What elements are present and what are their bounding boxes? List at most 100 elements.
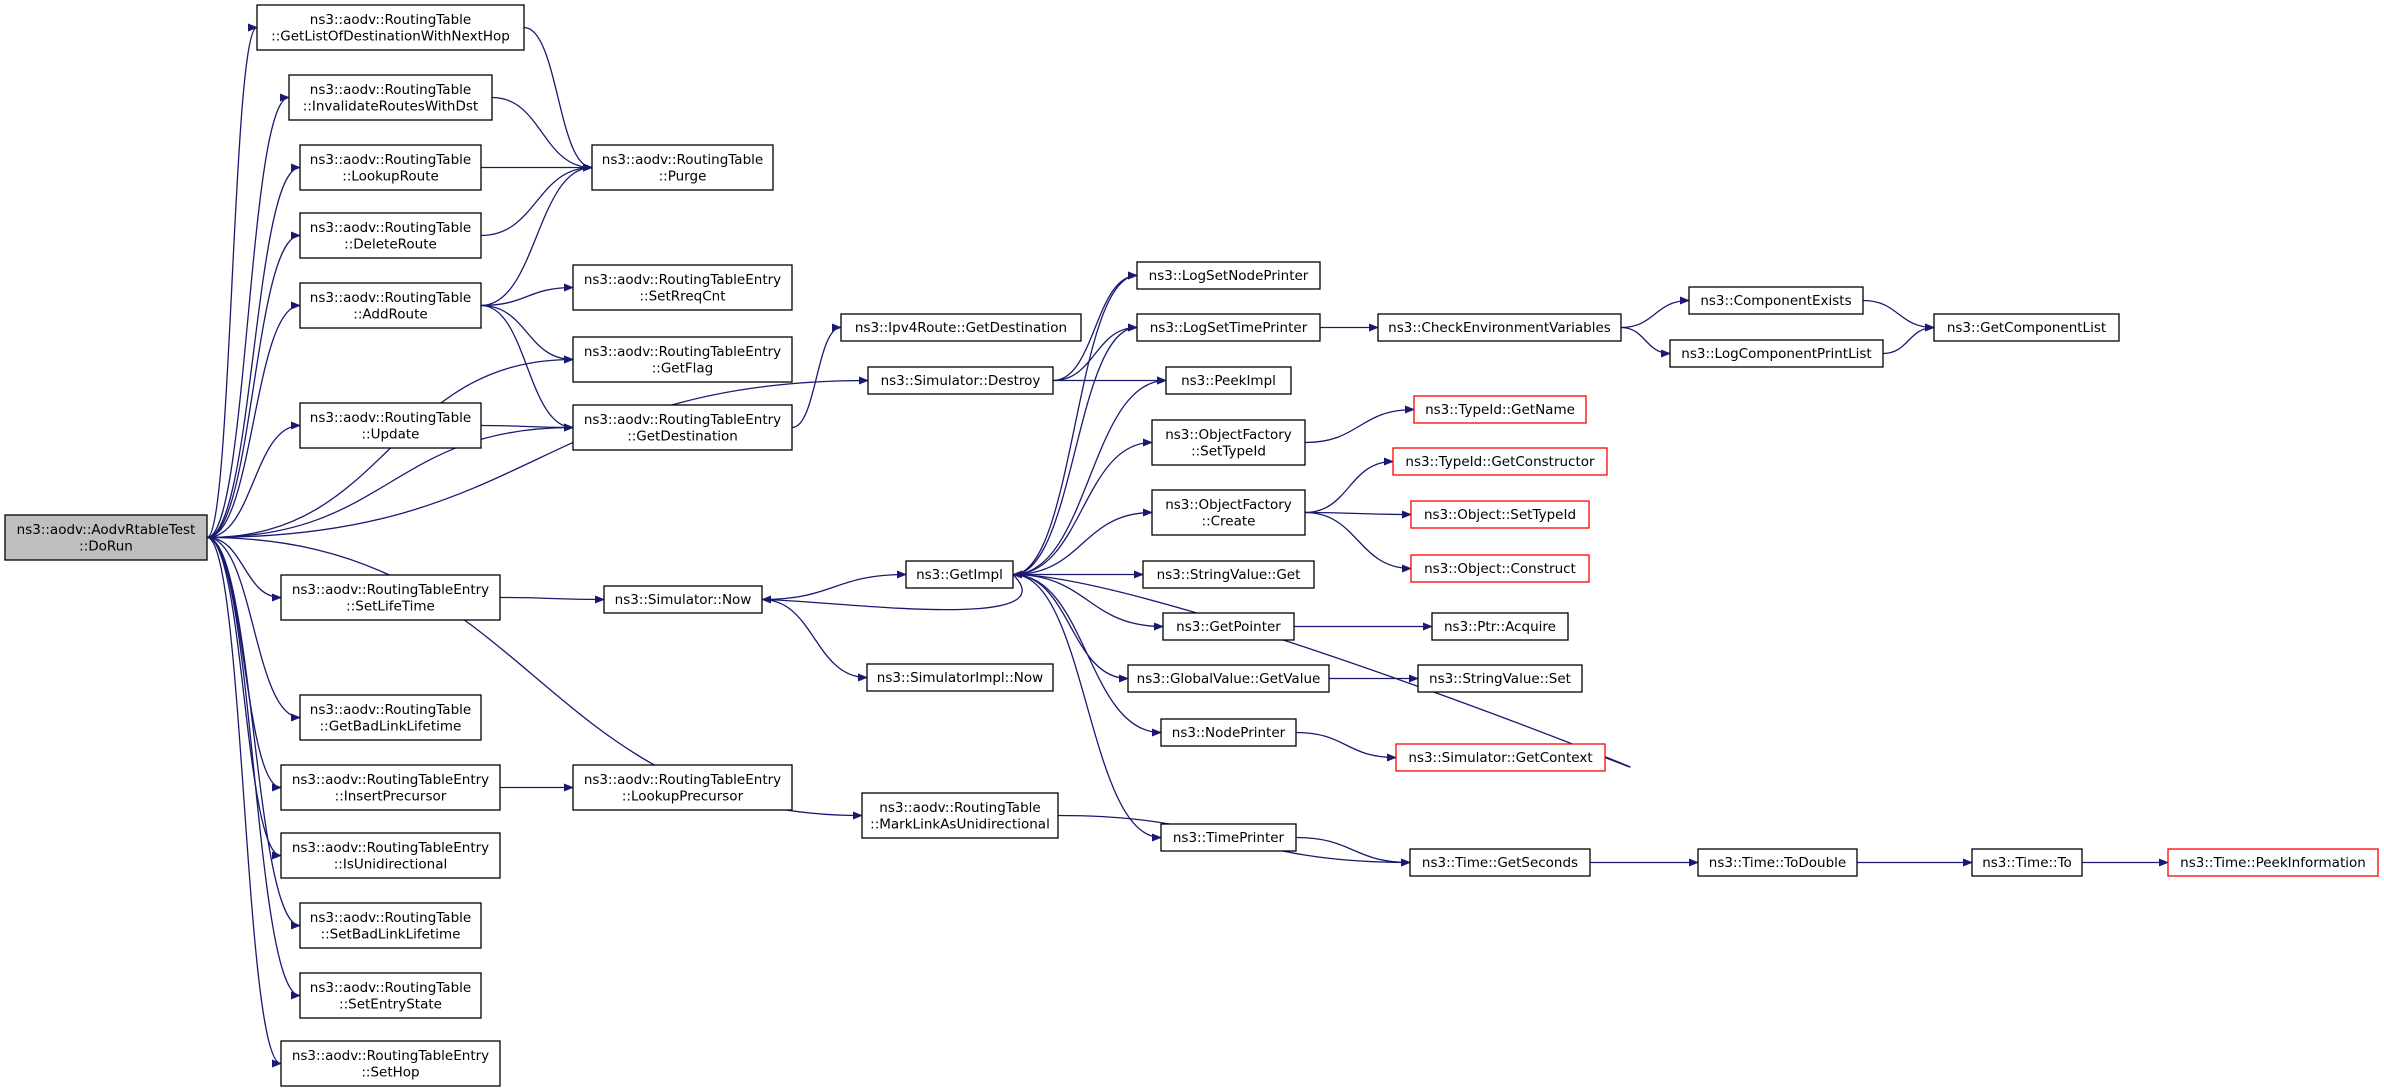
node-label: ns3::GlobalValue::GetValue [1137, 671, 1321, 687]
node-gv-get-value[interactable]: ns3::GlobalValue::GetValue [1127, 664, 1330, 693]
node-label: ns3::PeekImpl [1181, 373, 1276, 389]
node-type-get-ctor[interactable]: ns3::TypeId::GetConstructor [1392, 447, 1608, 476]
node-label: ::Create [1202, 513, 1256, 529]
node-label: ns3::aodv::RoutingTable [310, 290, 471, 306]
node-box [591, 144, 774, 191]
edge-add-route-to-get-flag [480, 304, 574, 364]
node-time-get-seconds[interactable]: ns3::Time::GetSeconds [1409, 848, 1591, 877]
node-label: ns3::Object::SetTypeId [1424, 507, 1576, 523]
node-box [1151, 419, 1306, 466]
node-time-peek-info[interactable]: ns3::Time::PeekInformation [2167, 848, 2379, 877]
node-time-to[interactable]: ns3::Time::To [1971, 848, 2083, 877]
node-label: ns3::aodv::RoutingTable [310, 910, 471, 926]
node-type-get-name[interactable]: ns3::TypeId::GetName [1413, 395, 1587, 424]
node-label: ns3::Time::To [1982, 855, 2072, 871]
node-delete-route[interactable]: ns3::aodv::RoutingTable::DeleteRoute [299, 212, 482, 259]
edge-comp-exists-to-get-comp-list [1862, 299, 1935, 332]
edge-set-life-time-to-sim-now [499, 595, 605, 604]
node-label: ::SetHop [361, 1064, 419, 1080]
node-sim-impl-now[interactable]: ns3::SimulatorImpl::Now [866, 663, 1054, 692]
edge-arrow [1862, 299, 1935, 332]
node-box [905, 560, 1014, 589]
node-set-rreq-cnt[interactable]: ns3::aodv::RoutingTableEntry::SetRreqCnt [572, 264, 793, 311]
nodes-layer: ns3::aodv::AodvRtableTest::DoRunns3::aod… [4, 4, 2379, 1087]
node-label: ::GetListOfDestinationWithNextHop [271, 28, 510, 44]
node-label: ::SetRreqCnt [639, 288, 725, 304]
node-log-node[interactable]: ns3::LogSetNodePrinter [1136, 261, 1321, 290]
node-box [299, 972, 482, 1019]
node-box [1410, 554, 1590, 583]
edge-invalidate-to-purge [491, 96, 593, 172]
node-set-life-time[interactable]: ns3::aodv::RoutingTableEntry::SetLifeTim… [280, 574, 501, 621]
edge-root-to-lookup-route [206, 163, 301, 539]
node-is-uni[interactable]: ns3::aodv::RoutingTableEntry::IsUnidirec… [280, 832, 501, 879]
edge-get-impl-to-log-time [1012, 323, 1138, 576]
edge-root-to-set-bad-link [206, 536, 301, 930]
node-label: ns3::aodv::RoutingTable [310, 702, 471, 718]
node-comp-exists[interactable]: ns3::ComponentExists [1688, 286, 1864, 315]
node-insert-precursor[interactable]: ns3::aodv::RoutingTableEntry::InsertPrec… [280, 764, 501, 811]
node-of-set-type-id[interactable]: ns3::ObjectFactory::SetTypeId [1151, 419, 1306, 466]
node-sim-destroy[interactable]: ns3::Simulator::Destroy [867, 366, 1054, 395]
node-lookup-route[interactable]: ns3::aodv::RoutingTable::LookupRoute [299, 144, 482, 191]
edge-arrow [1882, 323, 1935, 355]
node-ptr-acquire[interactable]: ns3::Ptr::Acquire [1431, 612, 1569, 641]
edge-arrow [1012, 438, 1153, 576]
node-sv-set[interactable]: ns3::StringValue::Set [1417, 664, 1583, 693]
node-label: ns3::GetImpl [916, 567, 1003, 583]
edge-check-env-to-comp-exists [1620, 296, 1690, 329]
node-set-entry-state[interactable]: ns3::aodv::RoutingTable::SetEntryState [299, 972, 482, 1019]
node-add-route[interactable]: ns3::aodv::RoutingTable::AddRoute [299, 282, 482, 329]
node-rte-get-dest[interactable]: ns3::aodv::RoutingTableEntry::GetDestina… [572, 404, 793, 451]
node-check-env[interactable]: ns3::CheckEnvironmentVariables [1377, 313, 1622, 342]
edge-get-impl-to-log-node [1012, 271, 1138, 576]
node-update[interactable]: ns3::aodv::RoutingTable::Update [299, 402, 482, 449]
node-ipv4-get-dest[interactable]: ns3::Ipv4Route::GetDestination [840, 313, 1082, 342]
node-get-bad-link[interactable]: ns3::aodv::RoutingTable::GetBadLinkLifet… [299, 694, 482, 741]
edge-arrow [480, 423, 574, 432]
node-purge[interactable]: ns3::aodv::RoutingTable::Purge [591, 144, 774, 191]
node-label: ::SetTypeId [1191, 443, 1266, 459]
node-label: ns3::aodv::RoutingTable [310, 152, 471, 168]
node-box [299, 402, 482, 449]
node-time-to-double[interactable]: ns3::Time::ToDouble [1697, 848, 1858, 877]
node-box [2167, 848, 2379, 877]
node-log-time[interactable]: ns3::LogSetTimePrinter [1136, 313, 1321, 342]
node-lookup-precursor[interactable]: ns3::aodv::RoutingTableEntry::LookupPrec… [572, 764, 793, 811]
node-label: ns3::aodv::RoutingTableEntry [292, 840, 489, 856]
node-invalidate[interactable]: ns3::aodv::RoutingTable::InvalidateRoute… [288, 74, 493, 121]
node-root[interactable]: ns3::aodv::AodvRtableTest::DoRun [4, 514, 208, 561]
node-sim-now[interactable]: ns3::Simulator::Now [603, 585, 763, 614]
node-set-hop[interactable]: ns3::aodv::RoutingTableEntry::SetHop [280, 1040, 501, 1087]
node-label: ns3::Simulator::Destroy [881, 373, 1041, 389]
node-get-list[interactable]: ns3::aodv::RoutingTable::GetListOfDestin… [256, 4, 525, 51]
node-get-comp-list[interactable]: ns3::GetComponentList [1933, 313, 2120, 342]
node-obj-set-type-id[interactable]: ns3::Object::SetTypeId [1410, 500, 1590, 529]
edge-arrow [791, 323, 842, 429]
node-label: ns3::Time::ToDouble [1709, 855, 1846, 871]
node-obj-construct[interactable]: ns3::Object::Construct [1410, 554, 1590, 583]
node-box [1413, 395, 1587, 424]
node-get-impl[interactable]: ns3::GetImpl [905, 560, 1014, 589]
node-get-flag[interactable]: ns3::aodv::RoutingTableEntry::GetFlag [572, 336, 793, 383]
node-get-pointer[interactable]: ns3::GetPointer [1162, 612, 1295, 641]
node-time-printer[interactable]: ns3::TimePrinter [1160, 823, 1297, 852]
edge-arrow [1304, 405, 1415, 444]
node-of-create[interactable]: ns3::ObjectFactory::Create [1151, 489, 1306, 536]
edge-arrow [523, 26, 593, 172]
node-mark-link[interactable]: ns3::aodv::RoutingTable::MarkLinkAsUnidi… [861, 792, 1059, 839]
node-peek-impl[interactable]: ns3::PeekImpl [1165, 366, 1292, 395]
node-sim-get-context[interactable]: ns3::Simulator::GetContext [1395, 743, 1606, 772]
node-label: ns3::aodv::RoutingTableEntry [292, 582, 489, 598]
node-node-printer[interactable]: ns3::NodePrinter [1160, 718, 1297, 747]
node-set-bad-link[interactable]: ns3::aodv::RoutingTable::SetBadLinkLifet… [299, 902, 482, 949]
edge-root-to-rte-get-dest [206, 423, 574, 539]
node-log-comp-print[interactable]: ns3::LogComponentPrintList [1669, 339, 1884, 368]
node-box [1142, 560, 1315, 589]
node-box [1162, 612, 1295, 641]
node-label: ns3::aodv::RoutingTable [310, 220, 471, 236]
node-box [1377, 313, 1622, 342]
edge-get-list-to-purge [523, 26, 593, 172]
edge-sim-now-to-get-impl [761, 570, 907, 601]
node-sv-get[interactable]: ns3::StringValue::Get [1142, 560, 1315, 589]
